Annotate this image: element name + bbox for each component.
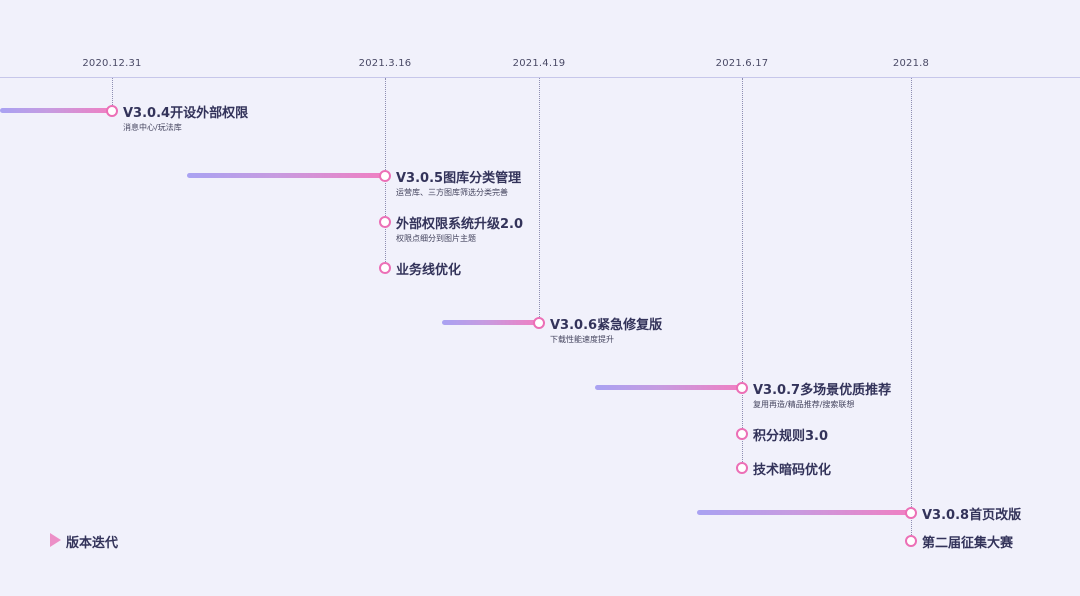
milestone-title: V3.0.5图库分类管理 xyxy=(396,171,522,186)
version-bar xyxy=(697,510,911,515)
milestone-title: 技术暗码优化 xyxy=(753,463,832,478)
milestone-subtitle: 权限点细分到图片主题 xyxy=(396,234,476,243)
milestone-title: 第二届征集大赛 xyxy=(922,536,1014,551)
milestone-subtitle: 下载性能速度提升 xyxy=(550,335,614,344)
milestone-subtitle: 消息中心/玩法库 xyxy=(123,123,182,132)
milestone-dot xyxy=(736,428,748,440)
date-guide-line xyxy=(742,78,743,468)
milestone-subtitle: 复用再造/精品推荐/搜索联想 xyxy=(753,400,855,409)
date-label: 2021.8 xyxy=(892,58,930,69)
milestone-title: V3.0.4开设外部权限 xyxy=(123,106,249,121)
date-guide-line xyxy=(539,78,540,323)
version-bar xyxy=(187,173,385,178)
milestone-dot xyxy=(379,216,391,228)
milestone-dot xyxy=(379,262,391,274)
date-label: 2021.3.16 xyxy=(358,58,412,69)
date-label: 2020.12.31 xyxy=(82,58,142,69)
legend-label: 版本迭代 xyxy=(66,536,119,551)
timeline-axis xyxy=(0,77,1080,78)
date-guide-line xyxy=(112,78,113,111)
milestone-dot xyxy=(905,535,917,547)
milestone-dot xyxy=(736,462,748,474)
milestone-title: 外部权限系统升级2.0 xyxy=(396,217,524,232)
milestone-title: 业务线优化 xyxy=(396,263,462,278)
milestone-dot xyxy=(533,317,545,329)
milestone-dot xyxy=(736,382,748,394)
date-label: 2021.6.17 xyxy=(715,58,769,69)
version-bar xyxy=(595,385,742,390)
milestone-title: V3.0.8首页改版 xyxy=(922,508,1022,523)
milestone-title: V3.0.6紧急修复版 xyxy=(550,318,663,333)
date-guide-line xyxy=(911,78,912,541)
milestone-title: V3.0.7多场景优质推荐 xyxy=(753,383,892,398)
milestone-title: 积分规则3.0 xyxy=(753,429,829,444)
legend-triangle-icon xyxy=(50,533,61,547)
date-label: 2021.4.19 xyxy=(512,58,566,69)
milestone-dot xyxy=(905,507,917,519)
milestone-dot xyxy=(106,105,118,117)
milestone-dot xyxy=(379,170,391,182)
version-bar xyxy=(442,320,539,325)
milestone-subtitle: 运营库、三方图库筛选分类完善 xyxy=(396,188,508,197)
version-bar xyxy=(0,108,112,113)
